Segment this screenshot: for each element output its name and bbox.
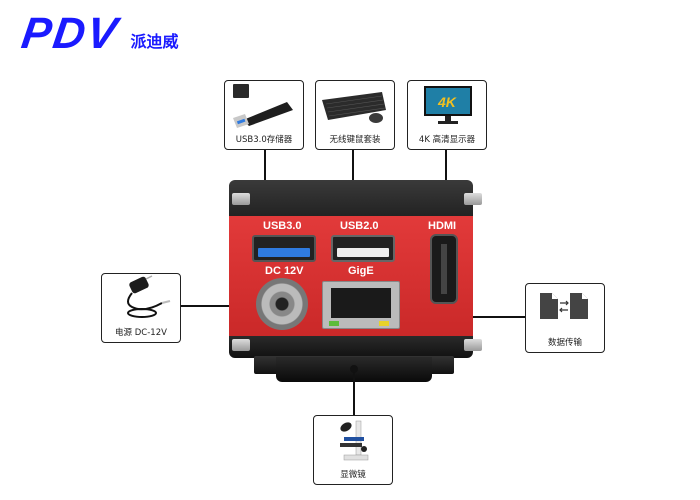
usb-storage-box: USB3.0存储器 [224, 80, 304, 150]
usb-flash-drive-icon [225, 80, 303, 133]
keyboard-mouse-icon [316, 80, 394, 133]
svg-text:4K: 4K [437, 94, 457, 110]
connector-dot-microscope [350, 365, 358, 373]
microscope-icon [314, 415, 392, 468]
usb3-port [252, 235, 316, 262]
data-transfer-box: 数据传输 [525, 283, 605, 353]
hdmi-port [430, 234, 458, 304]
camera-bottom-housing [229, 336, 473, 358]
screw-top-right [464, 193, 482, 205]
gige-port-label: GigE [348, 265, 374, 277]
screw-top-left [232, 193, 250, 205]
microscope-label: 显微镜 [340, 470, 366, 480]
hdmi-port-label: HDMI [428, 220, 457, 232]
monitor-label: 4K 高清显示器 [418, 135, 476, 145]
dc-power-jack [256, 278, 308, 330]
connector-microscope [353, 368, 355, 418]
monitor-box: 4K 4K 高清显示器 [407, 80, 487, 150]
usb-storage-label: USB3.0存储器 [235, 135, 293, 145]
4k-monitor-icon: 4K [408, 80, 486, 133]
camera-top-housing [229, 180, 473, 220]
keyboard-mouse-label: 无线键鼠套装 [329, 135, 381, 145]
brand-logo: PDV 派迪威 [18, 9, 179, 58]
logo-mark: PDV [18, 9, 122, 58]
dc-port-label: DC 12V [265, 265, 304, 277]
keyboard-mouse-box: 无线键鼠套装 [315, 80, 395, 150]
power-box: 电源 DC-12V [101, 273, 181, 343]
screw-bottom-left [232, 339, 250, 351]
screw-bottom-right [464, 339, 482, 351]
microscope-box: 显微镜 [313, 415, 393, 485]
data-transfer-label: 数据传输 [547, 338, 582, 348]
file-transfer-icon [526, 283, 604, 336]
gige-ethernet-port [322, 281, 400, 329]
power-label: 电源 DC-12V [115, 328, 167, 338]
usb2-port [331, 235, 395, 262]
logo-name-cn: 派迪威 [130, 32, 179, 51]
power-adapter-icon [102, 273, 180, 326]
usb2-port-label: USB2.0 [340, 220, 379, 232]
usb3-port-label: USB3.0 [263, 220, 302, 232]
